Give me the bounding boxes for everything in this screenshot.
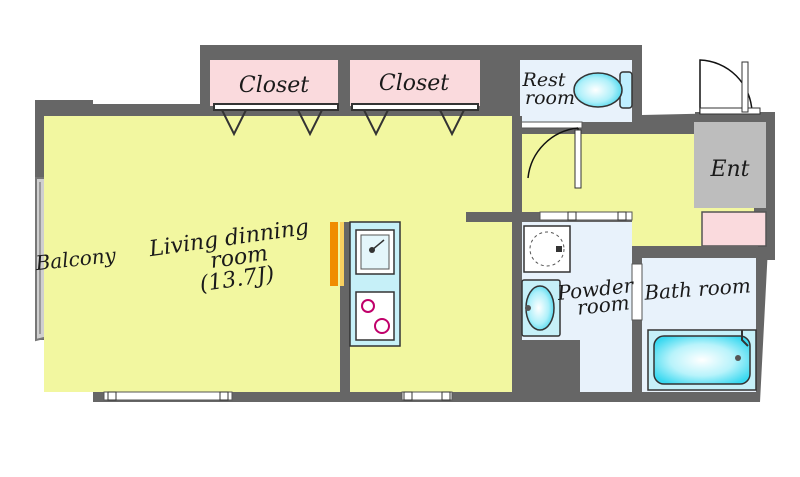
kitchen-counter-stripe <box>330 222 344 286</box>
powder-room-label-line2: room <box>576 290 631 319</box>
wash-basin-icon <box>521 279 561 337</box>
living-room-floor <box>44 116 512 392</box>
toilet-icon <box>573 71 633 109</box>
closet-right-label: Closet <box>379 71 449 96</box>
stove-icon <box>355 291 395 341</box>
room-labels: Closet Closet Rest room Ent Balcony Livi… <box>33 69 751 320</box>
entrance-label: Ent <box>709 157 749 182</box>
rest-room-label-line1: Rest <box>522 69 566 91</box>
windows <box>103 391 453 401</box>
rest-room <box>519 60 633 129</box>
powder-room <box>521 211 633 392</box>
shoe-cabinet <box>701 211 767 247</box>
living-room-floor-left-extension <box>44 178 103 392</box>
kitchen <box>330 221 401 347</box>
entrance-door <box>699 59 761 115</box>
entrance-floor <box>694 122 766 208</box>
kitchen-partition <box>340 222 350 394</box>
washing-machine-icon <box>523 225 571 273</box>
bathtub-icon <box>647 329 757 391</box>
closets <box>210 55 480 137</box>
entrance <box>694 59 767 247</box>
closet-left <box>210 60 338 106</box>
sink-icon <box>355 229 395 275</box>
closet-right <box>350 60 480 106</box>
rest-room-label-line2: room <box>525 87 575 109</box>
bath-room <box>631 258 757 392</box>
restroom-door <box>527 127 582 189</box>
closet-left-label: Closet <box>239 73 309 98</box>
